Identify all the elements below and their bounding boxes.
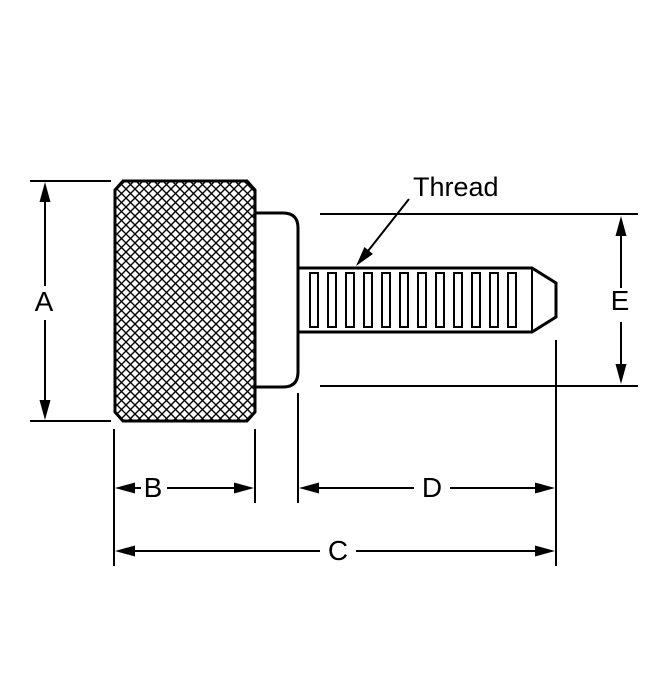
arrow-right-icon	[535, 482, 555, 494]
dimension-a-label: A	[35, 286, 54, 317]
thread-callout: Thread	[351, 172, 499, 270]
dimension-b: B	[113, 429, 256, 566]
dimension-b-label: B	[144, 472, 163, 503]
arrow-up-icon	[39, 182, 51, 202]
screw-body	[113, 179, 558, 423]
arrow-down-icon	[615, 364, 627, 384]
dimension-d-label: D	[422, 472, 442, 503]
dimension-e: E	[320, 213, 638, 387]
thread-marks	[309, 272, 517, 328]
arrow-up-icon	[615, 216, 627, 236]
arrow-right-icon	[234, 482, 254, 494]
leader-arrow-icon	[351, 247, 373, 270]
dimension-c-label: C	[328, 535, 348, 566]
leader-line	[367, 198, 410, 252]
dimension-a: A	[30, 180, 111, 422]
arrow-down-icon	[39, 400, 51, 420]
arrow-right-icon	[535, 545, 555, 557]
screw-collar	[253, 211, 300, 389]
arrow-left-icon	[115, 482, 135, 494]
arrow-left-icon	[115, 545, 135, 557]
screw-head-knurled	[113, 179, 257, 423]
arrow-left-icon	[299, 482, 319, 494]
thread-callout-label: Thread	[413, 172, 499, 202]
dimension-e-label: E	[611, 285, 630, 316]
dimension-c: C	[115, 535, 555, 566]
dimension-d: D	[297, 340, 557, 566]
